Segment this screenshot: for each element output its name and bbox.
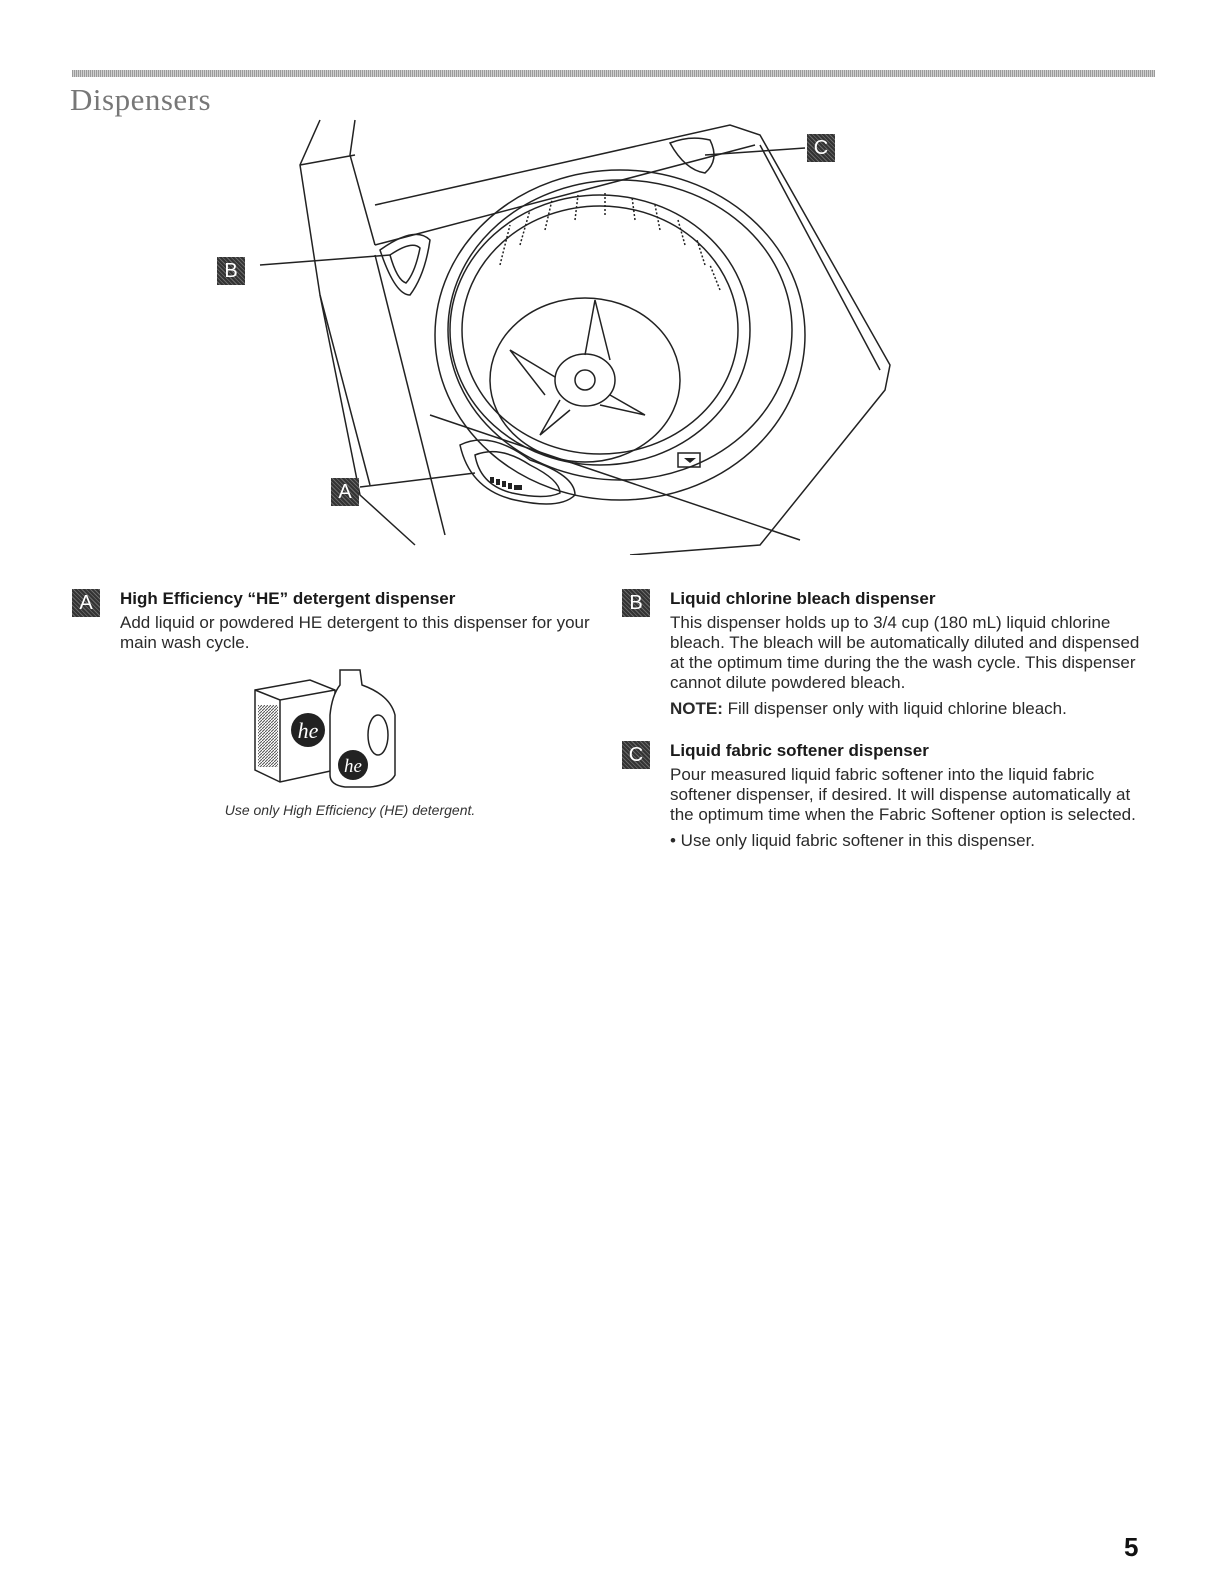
- callout-a: A: [331, 478, 359, 506]
- he-caption: Use only High Efficiency (HE) detergent.: [224, 802, 476, 818]
- he-bottle-logo-circle: [338, 750, 368, 780]
- he-box-logo-circle: [291, 713, 325, 747]
- top-rule: [72, 70, 1155, 77]
- section-a-title: High Efficiency “HE” detergent dispenser: [120, 589, 456, 608]
- note-label: NOTE:: [670, 699, 723, 718]
- washer-illustration: [200, 115, 900, 556]
- section-b-badge: B: [622, 589, 650, 617]
- he-detergent-illustration: he he: [250, 660, 410, 790]
- section-b-note: NOTE: Fill dispenser only with liquid ch…: [670, 699, 1152, 719]
- he-box-logo: he: [298, 718, 319, 743]
- section-c-bullet: • Use only liquid fabric softener in thi…: [670, 831, 1036, 850]
- he-bottle-logo: he: [344, 756, 362, 777]
- note-text: Fill dispenser only with liquid chlorine…: [722, 699, 1067, 718]
- section-a-badge: A: [72, 589, 100, 617]
- page-title: Dispensers: [70, 82, 212, 117]
- section-b-text: This dispenser holds up to 3/4 cup (180 …: [670, 613, 1140, 692]
- callout-c: C: [807, 134, 835, 162]
- page-number: 5: [1124, 1532, 1139, 1562]
- section-a-text: Add liquid or powdered HE detergent to t…: [120, 613, 590, 652]
- washer-drawing: [259, 119, 891, 556]
- section-c-badge: C: [622, 741, 650, 769]
- callout-b: B: [217, 257, 245, 285]
- section-c-text: Pour measured liquid fabric softener int…: [670, 765, 1136, 824]
- section-b-title: Liquid chlorine bleach dispenser: [670, 589, 936, 608]
- section-c-title: Liquid fabric softener dispenser: [670, 741, 929, 760]
